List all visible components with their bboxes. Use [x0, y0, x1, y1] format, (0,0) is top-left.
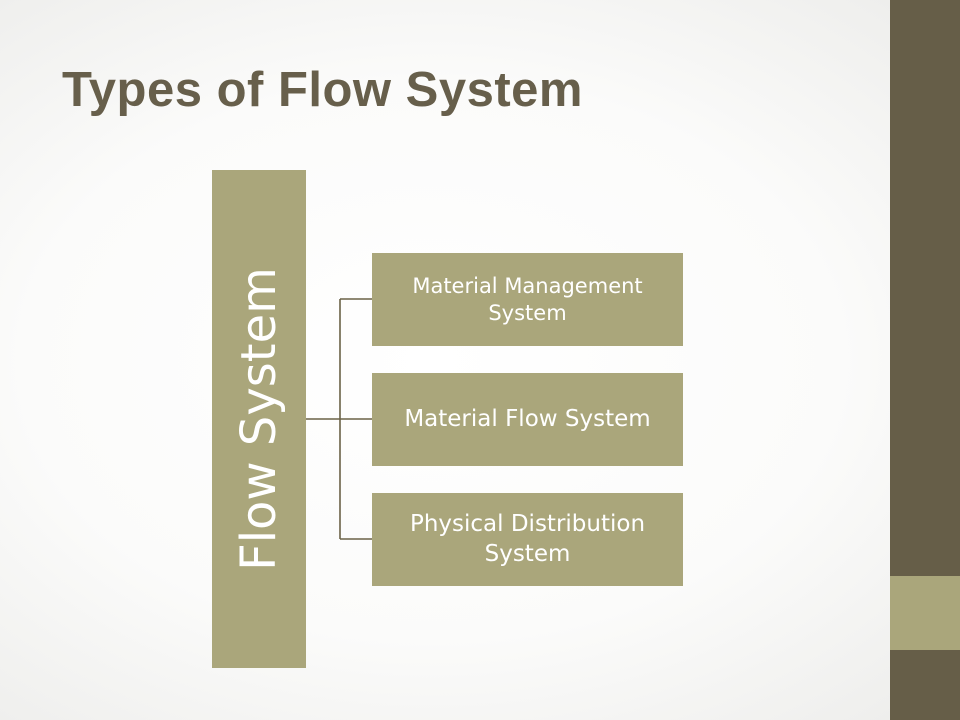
root-node-box: Flow System: [212, 170, 306, 668]
child-node-material-flow: Material Flow System: [372, 373, 683, 466]
child-node-material-management: Material Management System: [372, 253, 683, 346]
side-decoration-accent: [890, 576, 960, 650]
child-node-label: Physical Distribution System: [409, 511, 646, 567]
child-node-physical-distribution: Physical Distribution System: [372, 493, 683, 586]
slide-title: Types of Flow System: [62, 63, 583, 117]
child-node-label: Material Flow System: [404, 405, 651, 432]
child-node-label: Material Management System: [412, 273, 643, 325]
